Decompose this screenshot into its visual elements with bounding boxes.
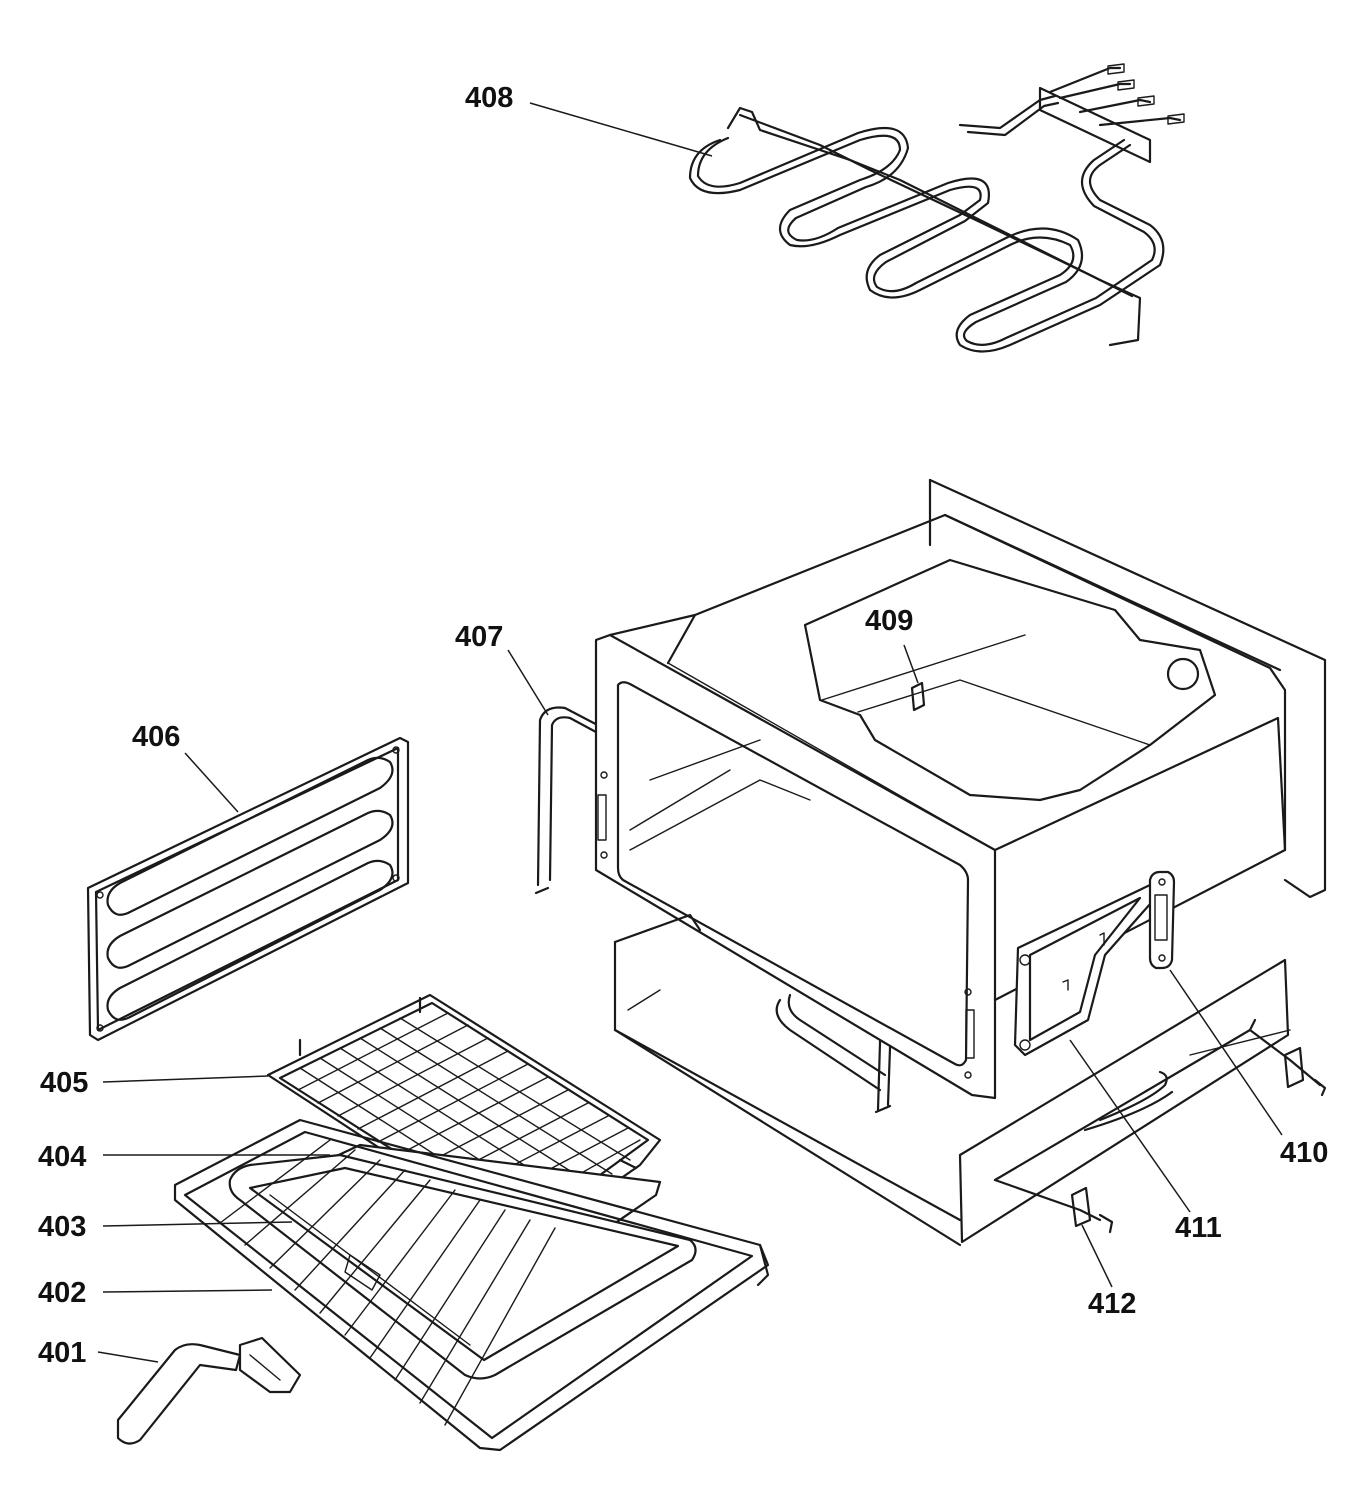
callout-412: 412 <box>1088 1288 1136 1320</box>
deep-tray-403 <box>228 1153 697 1380</box>
callout-410: 410 <box>1280 1137 1328 1169</box>
grill-element-408 <box>688 63 1185 353</box>
callout-401: 401 <box>38 1337 86 1369</box>
bottom-heater-chassis <box>613 913 1327 1247</box>
side-panel-406 <box>86 736 410 1042</box>
shelf-rail-402 <box>173 1118 770 1452</box>
callout-408: 408 <box>465 82 513 114</box>
oven-cavity <box>594 478 1327 1100</box>
callout-409: 409 <box>865 605 913 637</box>
callout-406: 406 <box>132 721 180 753</box>
tray-handle-401 <box>116 1336 302 1445</box>
hinge-plate-410 <box>1148 870 1176 970</box>
callout-404: 404 <box>38 1141 86 1173</box>
callout-411: 411 <box>1175 1212 1222 1244</box>
callout-labels: 408 409 407 406 405 404 403 402 401 410 … <box>38 82 1328 1369</box>
callout-405: 405 <box>40 1067 88 1099</box>
leader-lines <box>97 102 1283 1363</box>
callout-403: 403 <box>38 1211 86 1243</box>
callout-407: 407 <box>455 621 503 653</box>
bracket-411 <box>1013 883 1160 1057</box>
callout-402: 402 <box>38 1277 86 1309</box>
